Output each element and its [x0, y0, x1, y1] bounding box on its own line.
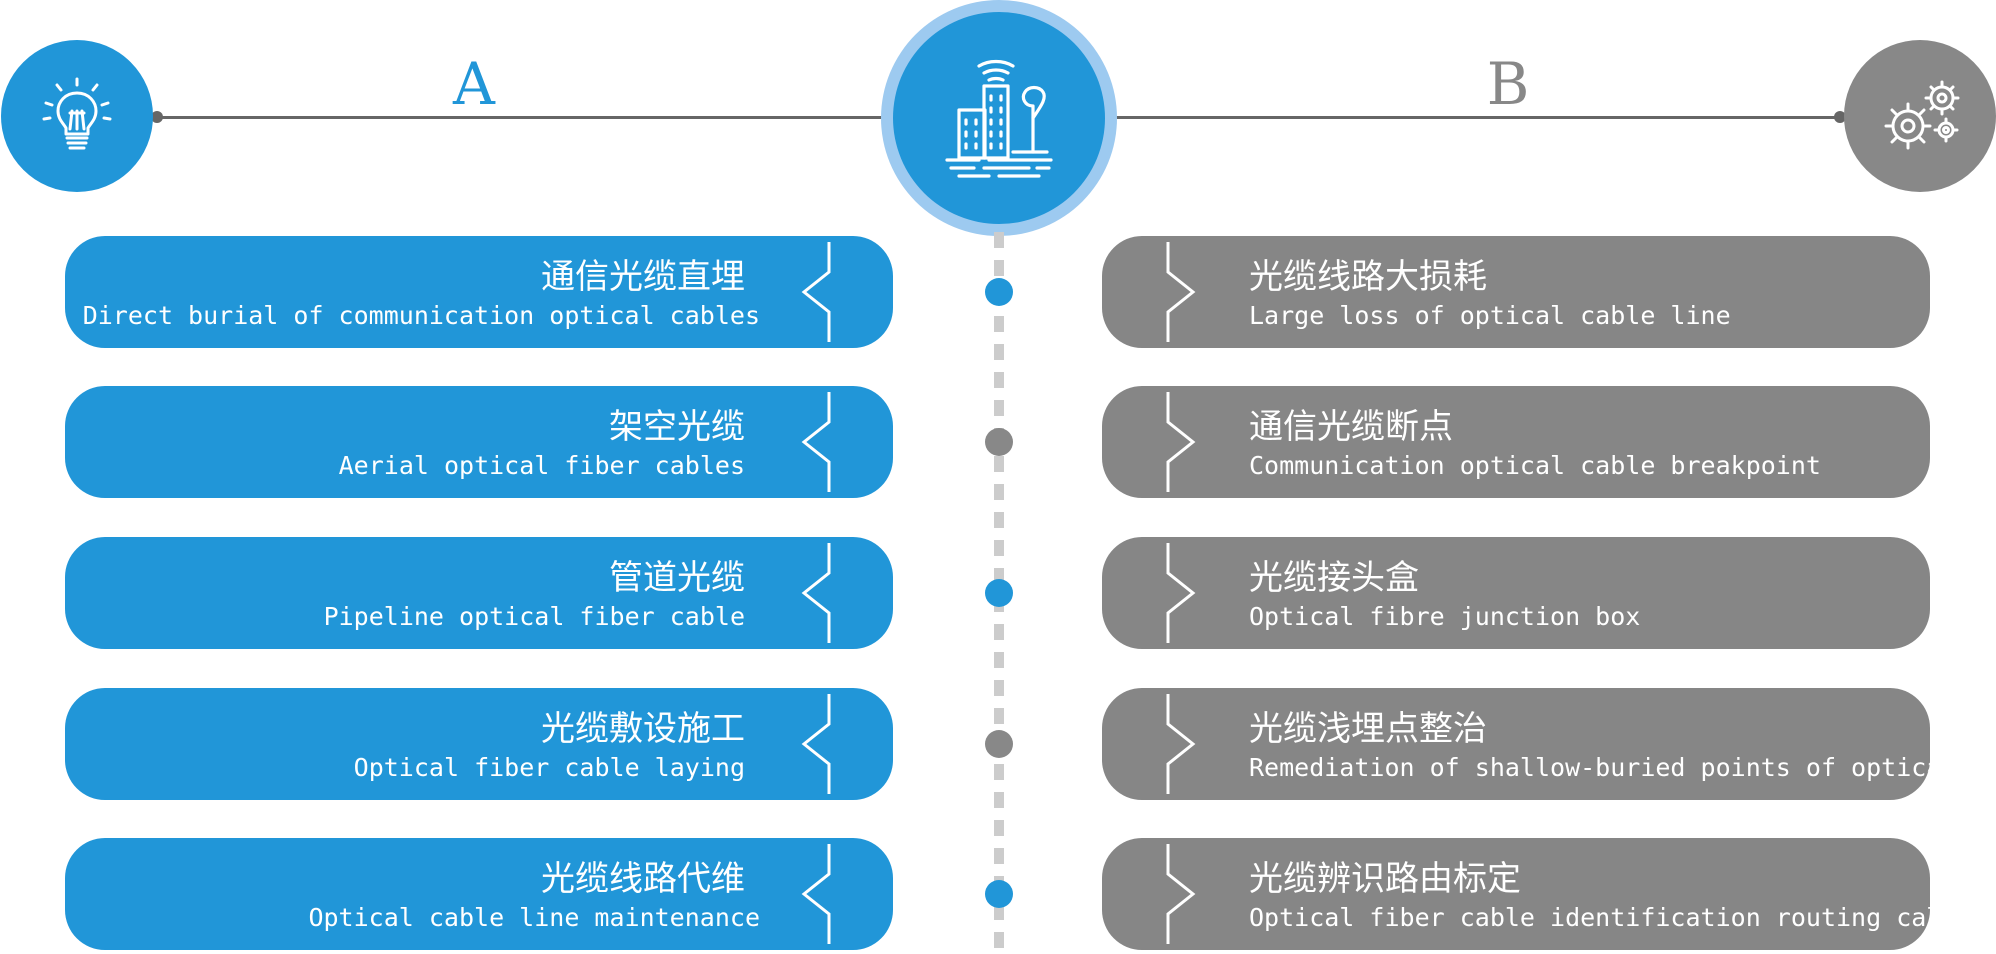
- chevron-left-divider-icon: [801, 242, 831, 342]
- a-item-title: 光缆线路代维: [541, 859, 745, 899]
- b-item-card-2: 通信光缆断点 Communication optical cable break…: [1102, 386, 1930, 498]
- b-item-subtitle: Optical fiber cable identification routi…: [1249, 903, 1930, 932]
- chevron-left-divider-icon: [801, 844, 831, 944]
- b-item-title: 光缆浅埋点整治: [1249, 709, 1487, 749]
- a-item-subtitle: Pipeline optical fiber cable: [323, 602, 745, 631]
- b-item-title: 光缆辨识路由标定: [1249, 859, 1521, 899]
- b-item-subtitle: Remediation of shallow-buried points of …: [1249, 753, 1930, 782]
- b-item-title: 通信光缆断点: [1249, 407, 1453, 447]
- chevron-right-divider-icon: [1166, 694, 1196, 794]
- header-line-left: [157, 116, 887, 119]
- a-item-subtitle: Optical cable line maintenance: [308, 903, 760, 932]
- timeline-dot-3: [985, 579, 1013, 607]
- b-item-title: 光缆线路大损耗: [1249, 257, 1487, 297]
- a-item-subtitle: Direct burial of communication optical c…: [82, 301, 760, 330]
- a-item-card-3: 管道光缆 Pipeline optical fiber cable: [65, 537, 893, 649]
- chevron-right-divider-icon: [1166, 392, 1196, 492]
- chevron-right-divider-icon: [1166, 543, 1196, 643]
- column-b-label: B: [1486, 50, 1530, 118]
- header-line-right: [1116, 116, 1841, 119]
- chevron-left-divider-icon: [801, 543, 831, 643]
- b-item-subtitle: Communication optical cable breakpoint: [1249, 451, 1821, 480]
- a-item-title: 通信光缆直埋: [541, 257, 745, 297]
- city-badge: [893, 12, 1105, 224]
- a-item-card-4: 光缆敷设施工 Optical fiber cable laying: [65, 688, 893, 800]
- lightbulb-badge: [1, 40, 153, 192]
- timeline-dot-4: [985, 730, 1013, 758]
- a-item-title: 光缆敷设施工: [541, 709, 745, 749]
- a-item-card-2: 架空光缆 Aerial optical fiber cables: [65, 386, 893, 498]
- a-item-card-5: 光缆线路代维 Optical cable line maintenance: [65, 838, 893, 950]
- header-line-left-end-dot: [151, 111, 163, 123]
- b-item-card-1: 光缆线路大损耗 Large loss of optical cable line: [1102, 236, 1930, 348]
- chevron-right-divider-icon: [1166, 844, 1196, 944]
- chevron-right-divider-icon: [1166, 242, 1196, 342]
- a-item-title: 管道光缆: [609, 558, 745, 598]
- city-badge-ring: [881, 0, 1117, 236]
- timeline-dot-2: [985, 428, 1013, 456]
- a-item-title: 架空光缆: [609, 407, 745, 447]
- b-item-card-4: 光缆浅埋点整治 Remediation of shallow-buried po…: [1102, 688, 1930, 800]
- header-line-right-end-dot: [1834, 111, 1846, 123]
- b-item-card-3: 光缆接头盒 Optical fibre junction box: [1102, 537, 1930, 649]
- gears-badge: [1844, 40, 1996, 192]
- b-item-subtitle: Optical fibre junction box: [1249, 602, 1641, 631]
- column-a-label: A: [453, 50, 495, 118]
- timeline-dot-1: [985, 278, 1013, 306]
- timeline-dot-5: [985, 880, 1013, 908]
- b-item-card-5: 光缆辨识路由标定 Optical fiber cable identificat…: [1102, 838, 1930, 950]
- a-item-subtitle: Aerial optical fiber cables: [338, 451, 745, 480]
- a-item-card-1: 通信光缆直埋 Direct burial of communication op…: [65, 236, 893, 348]
- gears-icon: [1884, 80, 1960, 150]
- lightbulb-icon: [42, 77, 112, 150]
- a-item-subtitle: Optical fiber cable laying: [353, 753, 745, 782]
- city-buildings-wifi-icon: [945, 59, 1053, 178]
- b-item-title: 光缆接头盒: [1249, 558, 1419, 598]
- chevron-left-divider-icon: [801, 392, 831, 492]
- b-item-subtitle: Large loss of optical cable line: [1249, 301, 1731, 330]
- chevron-left-divider-icon: [801, 694, 831, 794]
